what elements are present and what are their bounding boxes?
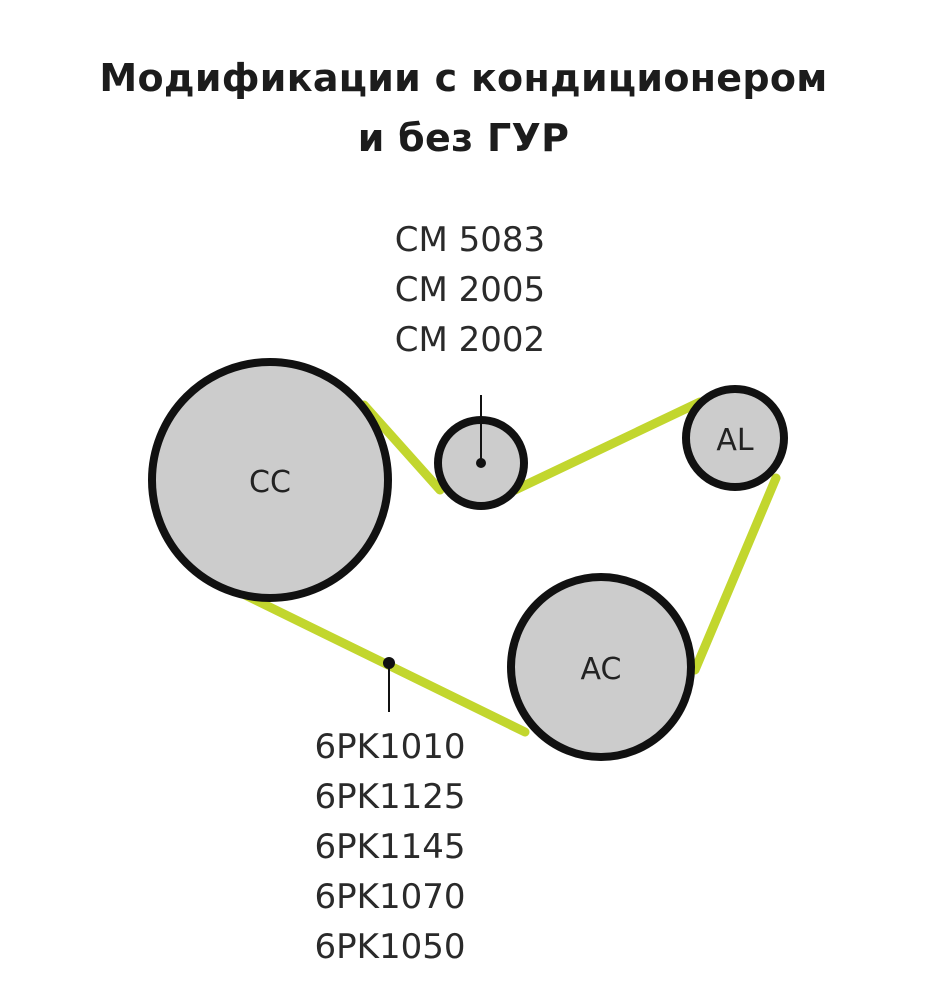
title-line-1: Модификации с кондиционером xyxy=(99,56,828,100)
belt-part-5: 6PK1050 xyxy=(314,927,466,967)
title-line-2: и без ГУР xyxy=(357,116,570,160)
alternator-pulley xyxy=(682,385,788,491)
tensioner-center-dot xyxy=(476,458,486,468)
belt-part-4: 6PK1070 xyxy=(314,877,466,917)
belt-part-1: 6PK1010 xyxy=(314,727,466,767)
crankshaft-pulley-label: CC xyxy=(249,465,291,500)
belt-part-3: 6PK1145 xyxy=(314,827,466,867)
tensioner-part-numbers: CM 5083 CM 2005 CM 2002 xyxy=(340,215,600,365)
belt-segment-cc-tensioner xyxy=(359,400,445,495)
diagram-title: Модификации с кондиционером и без ГУР xyxy=(0,48,927,168)
tensioner-part-1: CM 5083 xyxy=(394,220,546,260)
belt-part-numbers: 6PK1010 6PK1125 6PK1145 6PK1070 6PK1050 xyxy=(260,722,520,972)
ac-compressor-pulley xyxy=(507,573,695,761)
belt-segment-al-ac xyxy=(690,473,781,675)
alternator-pulley-label: AL xyxy=(716,423,754,458)
tensioner-part-3: CM 2002 xyxy=(394,320,546,360)
belt-part-2: 6PK1125 xyxy=(314,777,466,817)
crankshaft-pulley xyxy=(148,358,392,602)
belt-segment-tensioner-al xyxy=(510,397,705,495)
ac-compressor-pulley-label: AC xyxy=(581,652,622,687)
tensioner-part-2: CM 2005 xyxy=(394,270,546,310)
